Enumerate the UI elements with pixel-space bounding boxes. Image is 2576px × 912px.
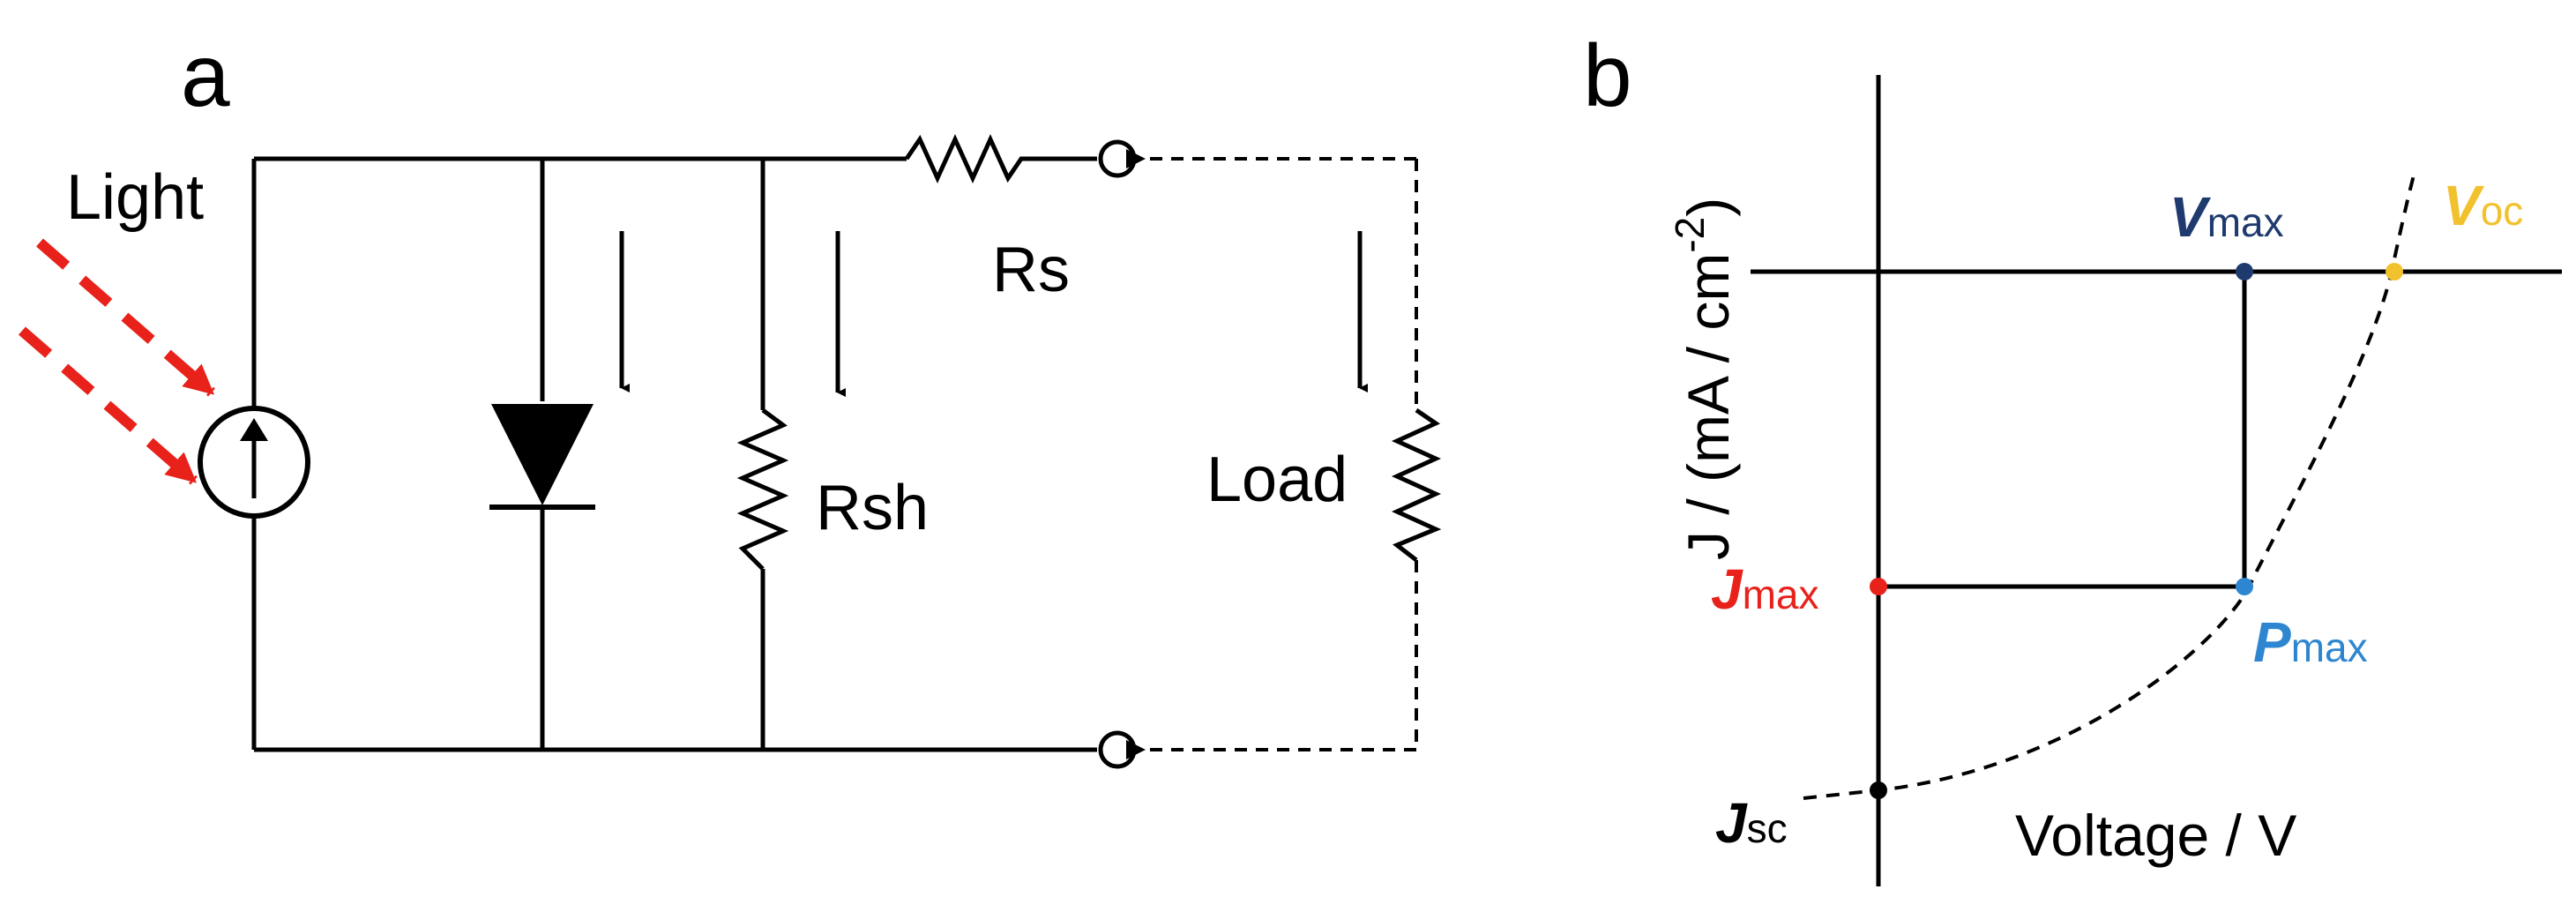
- current-source-icon: [198, 406, 310, 519]
- load-resistor-icon: [1391, 407, 1442, 562]
- top-terminal: [1098, 139, 1137, 178]
- series-resistor-icon: [904, 133, 1032, 184]
- light-arrows: [19, 238, 215, 485]
- voc-label: Voc: [2443, 174, 2523, 237]
- shunt-resistor-icon: [736, 407, 789, 571]
- light-arrow-lower: [19, 326, 198, 485]
- light-label: Light: [66, 162, 204, 233]
- panel-a-letter: a: [181, 26, 230, 125]
- bottom-terminal: [1098, 730, 1137, 769]
- jsc-point: [1870, 781, 1887, 799]
- rs-label: Rs: [992, 235, 1070, 305]
- max-power-rectangle: [1878, 272, 2247, 589]
- load-label: Load: [1206, 445, 1348, 515]
- jv-curve: [1803, 171, 2416, 800]
- panel-b: b J / (mA / cm-2) Voltage / V Vmax Voc J…: [1583, 26, 2562, 886]
- jmax-point: [1870, 578, 1887, 595]
- rsh-label: Rsh: [816, 473, 929, 543]
- panel-a: a Light: [19, 26, 1442, 769]
- pmax-label: Pmax: [2253, 610, 2368, 674]
- voc-point: [2386, 263, 2403, 280]
- jsc-label: Jsc: [1715, 791, 1788, 855]
- diode-icon: [489, 404, 595, 510]
- jmax-label: Jmax: [1711, 557, 1819, 621]
- pmax-point: [2236, 578, 2253, 595]
- light-arrow-upper: [36, 238, 215, 397]
- circuit-wires: [251, 156, 1097, 752]
- panel-b-letter: b: [1583, 26, 1632, 125]
- load-loop: [1126, 149, 1418, 759]
- current-arrows: [619, 231, 1368, 397]
- y-axis-label: J / (mA / cm-2): [1667, 198, 1741, 560]
- x-axis-label: Voltage / V: [2015, 803, 2296, 868]
- vmax-label: Vmax: [2169, 185, 2284, 249]
- vmax-point: [2236, 263, 2253, 280]
